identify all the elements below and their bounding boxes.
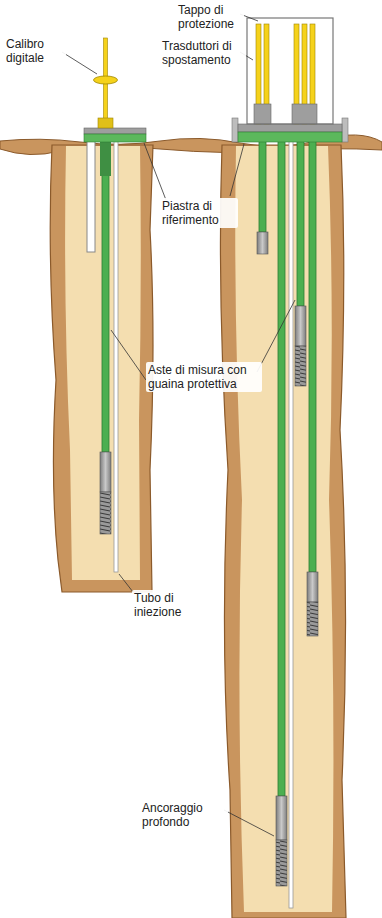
callout-label: Tubo di iniezione <box>132 590 212 620</box>
callout-label: Piastra di riferimento <box>160 198 238 228</box>
callout-label: Tappo di protezione <box>176 2 244 32</box>
callout-label: Aste di misura con guaina protettiva <box>146 362 262 392</box>
callout-label: Calibro digitale <box>4 36 66 66</box>
callout-label: Ancoraggio profondo <box>140 800 228 830</box>
callout-label: Trasduttori di spostamento <box>160 38 246 68</box>
